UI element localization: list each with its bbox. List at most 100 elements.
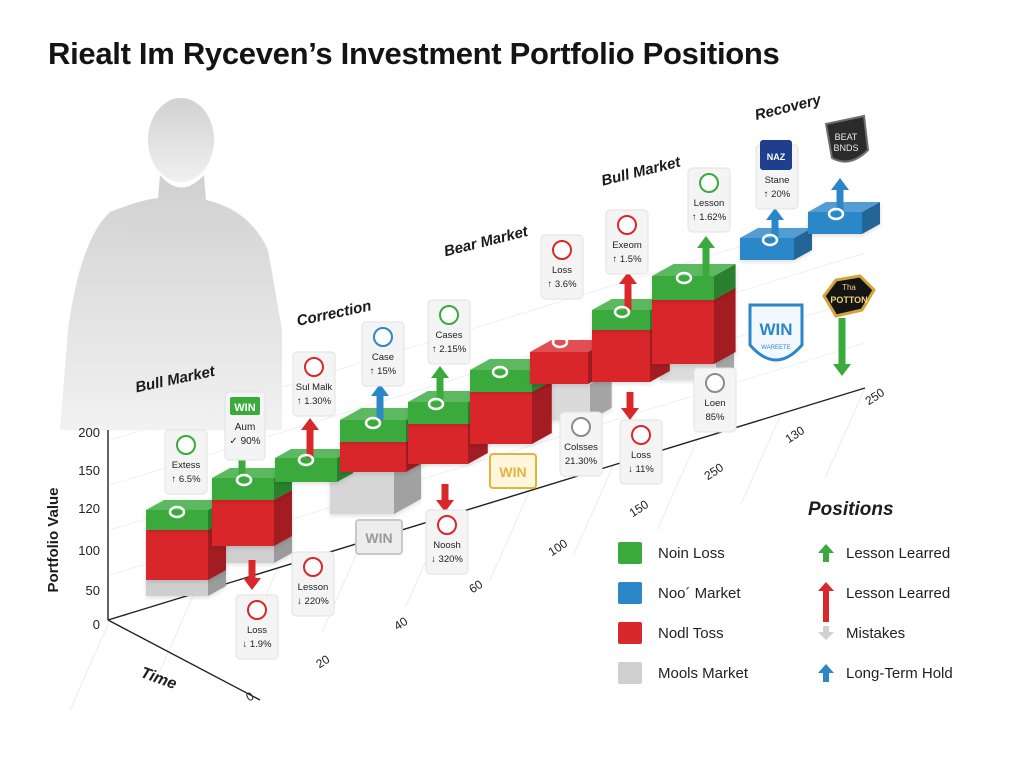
sign-plate	[822, 274, 876, 318]
block-side	[714, 286, 736, 364]
block-front	[530, 352, 588, 384]
legend-label: Mools Market	[658, 664, 749, 682]
card-label: Extess	[172, 460, 201, 471]
block-front	[470, 392, 532, 444]
block-front	[740, 238, 794, 260]
legend-swatch	[618, 542, 642, 564]
info-card: Extess ↑ 6.5%	[164, 429, 208, 495]
card-win-shield	[748, 303, 804, 362]
card-value: ↓ 320%	[431, 554, 463, 565]
legend-item-gray: Mools Market	[618, 653, 748, 693]
blue-arrow-up-icon	[816, 662, 836, 684]
card-value: ↑ 1.62%	[692, 212, 727, 223]
legend-arrow-item: Lesson Learred	[816, 573, 953, 622]
block-top	[408, 391, 488, 402]
arrow-head	[301, 418, 319, 430]
grid-line	[824, 387, 866, 479]
arrow-head	[697, 236, 715, 248]
grid-line	[69, 619, 111, 711]
bar-green-8	[652, 264, 736, 300]
card-icon	[631, 425, 651, 445]
shield-text-bottom: BNDS	[833, 143, 858, 153]
card-body	[291, 551, 335, 617]
info-card: Lesson↑ 1.62%	[687, 167, 731, 233]
grid-line	[656, 439, 698, 530]
x-tick-label: 250	[863, 385, 888, 408]
card-value: ↓ 11%	[628, 464, 654, 475]
arrow-head	[619, 272, 637, 284]
red-arrow-up-icon	[816, 582, 836, 622]
block-front	[470, 370, 532, 392]
legend-title: Positions	[808, 499, 894, 520]
y-tick-label: 120	[78, 501, 100, 516]
card-label: Case	[372, 352, 394, 363]
card-body	[540, 234, 584, 300]
arrow-down-red	[243, 560, 261, 590]
x-tick-label: 20	[313, 652, 332, 671]
legend-arrow-item: Long-Term Hold	[816, 653, 953, 693]
card-win-badge	[230, 397, 260, 415]
block-front	[212, 478, 274, 500]
block-front	[408, 424, 468, 464]
legend-label: Noin Loss	[658, 544, 725, 562]
block-front	[212, 545, 274, 563]
investor-silhouette	[60, 98, 282, 430]
card-value: ↑ 6.5%	[171, 474, 201, 485]
card-body	[425, 509, 469, 575]
info-card: WIN	[489, 453, 537, 489]
grid-line	[321, 542, 363, 633]
block-side	[590, 372, 612, 420]
info-card: Exeom↑ 1.5%	[605, 209, 649, 275]
x-tick-label: 130	[783, 423, 808, 446]
block-top	[530, 340, 610, 352]
arrow-up-green	[431, 366, 449, 402]
card-icon	[373, 327, 393, 347]
arrow-up-red	[619, 272, 637, 310]
block-front	[652, 298, 714, 364]
card-label: Aum	[235, 422, 256, 433]
block-front	[212, 500, 274, 546]
block-side	[532, 381, 552, 444]
card-value: ↓ 1.9%	[242, 639, 272, 650]
position-ring-marker	[364, 416, 382, 430]
legend-swatch	[618, 582, 642, 604]
block-side	[862, 202, 880, 234]
card-body	[427, 299, 471, 365]
card-label: Exeom	[612, 240, 642, 251]
legend-label: Long-Term Hold	[846, 664, 953, 682]
time-axis-label: Time	[138, 664, 179, 693]
phase-label: Recovery	[753, 91, 823, 124]
block-front	[146, 510, 208, 530]
legend-label: Nodl Toss	[658, 624, 724, 642]
position-ring-marker	[297, 453, 315, 467]
card-value: ↑ 2.15%	[432, 344, 467, 355]
block-top	[340, 408, 428, 420]
card-icon	[437, 515, 457, 535]
sign-text-top: Tha	[842, 283, 856, 292]
position-ring-marker	[427, 397, 445, 411]
block-front	[592, 330, 650, 382]
block-front	[275, 458, 337, 482]
block-top	[275, 449, 354, 458]
arrow-head	[766, 208, 784, 220]
card-win-text: WIN	[234, 402, 255, 414]
legend-label: Noo´ Market	[658, 584, 741, 602]
position-ring-marker	[491, 365, 509, 379]
arrow-head	[831, 178, 849, 190]
position-ring-marker	[761, 233, 779, 247]
arrow-shaft	[441, 484, 449, 502]
block-front	[808, 212, 862, 234]
legend-label: Lesson Learred	[846, 544, 951, 562]
block-front	[340, 440, 406, 472]
card-body	[361, 321, 405, 387]
card-win-badge	[489, 453, 537, 489]
block-top	[652, 264, 736, 276]
arrow-down-green	[833, 318, 851, 376]
sign-text-main: POTTON	[830, 295, 867, 305]
arrow-shaft	[838, 318, 846, 366]
block-side	[794, 228, 812, 260]
card-icon	[176, 435, 196, 455]
